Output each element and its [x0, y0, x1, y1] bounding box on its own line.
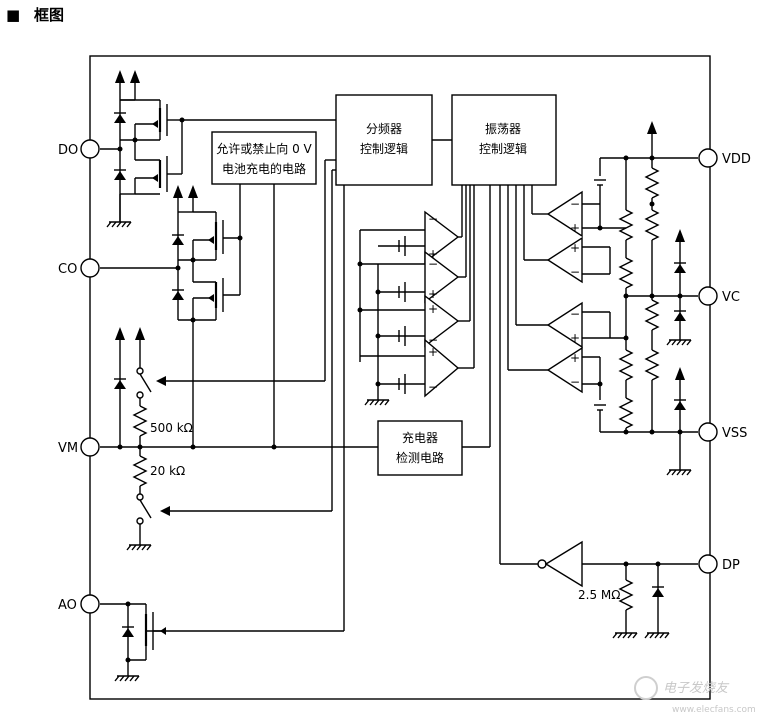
svg-text:+: +	[428, 247, 438, 261]
watermark-url: www.elecfans.com	[672, 705, 756, 715]
chip-outline	[89, 55, 711, 700]
pin-vdd: VDD	[698, 148, 751, 168]
pin-vm-label: VM	[58, 441, 78, 456]
svg-text:+: +	[428, 302, 438, 316]
cell-comparators-left: − + − + + − + −	[357, 185, 475, 406]
co-output-stage	[100, 159, 243, 447]
pin-ao-label: AO	[58, 598, 77, 613]
pin-co-label: CO	[58, 262, 77, 277]
divider-line1: 分频器	[366, 122, 402, 136]
oscillator-line2: 控制逻辑	[479, 142, 527, 156]
pin-dp-label: DP	[722, 558, 740, 573]
oscillator-block: 振荡器 控制逻辑	[451, 94, 557, 186]
enable-block-line2: 电池充电的电路	[222, 161, 306, 176]
svg-text:+: +	[570, 221, 580, 235]
svg-text:−: −	[428, 333, 438, 347]
resistor-20k-label: 20 kΩ	[150, 464, 185, 478]
charge-detect-line2: 检测电路	[396, 450, 444, 465]
svg-text:−: −	[570, 197, 580, 211]
svg-text:−: −	[428, 212, 438, 226]
ao-output-stage	[100, 178, 345, 682]
charge-detect-block: 充电器 检测电路	[377, 185, 491, 476]
pin-vss-label: VSS	[722, 426, 747, 441]
page-title: 框图	[34, 6, 64, 24]
svg-text:+: +	[428, 345, 438, 359]
pin-vc-label: VC	[722, 290, 740, 305]
svg-text:−: −	[570, 307, 580, 321]
pin-do-label: DO	[58, 143, 78, 158]
resistor-2m5-label: 2.5 MΩ	[578, 588, 620, 602]
resistor-500k-label: 500 kΩ	[150, 421, 193, 435]
vm-network: 500 kΩ 20 kΩ	[100, 159, 378, 551]
divider-line2: 控制逻辑	[360, 142, 408, 156]
pin-do: DO	[58, 139, 100, 159]
enable-charge-block: 允许或禁止向 0 V 电池充电的电路	[211, 131, 317, 450]
pin-vc: VC	[698, 286, 740, 306]
charge-detect-line1: 充电器	[402, 430, 438, 445]
svg-text:−: −	[428, 257, 438, 271]
do-output-stage	[100, 70, 336, 228]
watermark-brand: 电子发烧友	[663, 681, 730, 696]
heading-bullet: ■	[6, 6, 20, 24]
pin-vm: VM	[58, 437, 100, 457]
pin-vss: VSS	[698, 422, 747, 442]
svg-text:+: +	[570, 351, 580, 365]
pin-dp: DP	[698, 554, 740, 574]
oscillator-line1: 振荡器	[485, 122, 521, 136]
cell-comparators-right: − + + − − + + −	[546, 121, 698, 476]
svg-text:+: +	[428, 287, 438, 301]
watermark: 电子发烧友 www.elecfans.com	[634, 676, 756, 715]
svg-text:+: +	[570, 331, 580, 345]
dp-input-stage: 2.5 MΩ	[500, 540, 698, 639]
pin-vdd-label: VDD	[722, 152, 751, 167]
svg-text:−: −	[570, 375, 580, 389]
svg-text:−: −	[428, 380, 438, 394]
pin-ao: AO	[58, 594, 100, 614]
pin-co: CO	[58, 258, 100, 278]
svg-text:+: +	[570, 241, 580, 255]
divider-block: 分频器 控制逻辑	[335, 94, 433, 186]
enable-block-line1: 允许或禁止向 0 V	[216, 141, 312, 156]
svg-text:−: −	[570, 265, 580, 279]
